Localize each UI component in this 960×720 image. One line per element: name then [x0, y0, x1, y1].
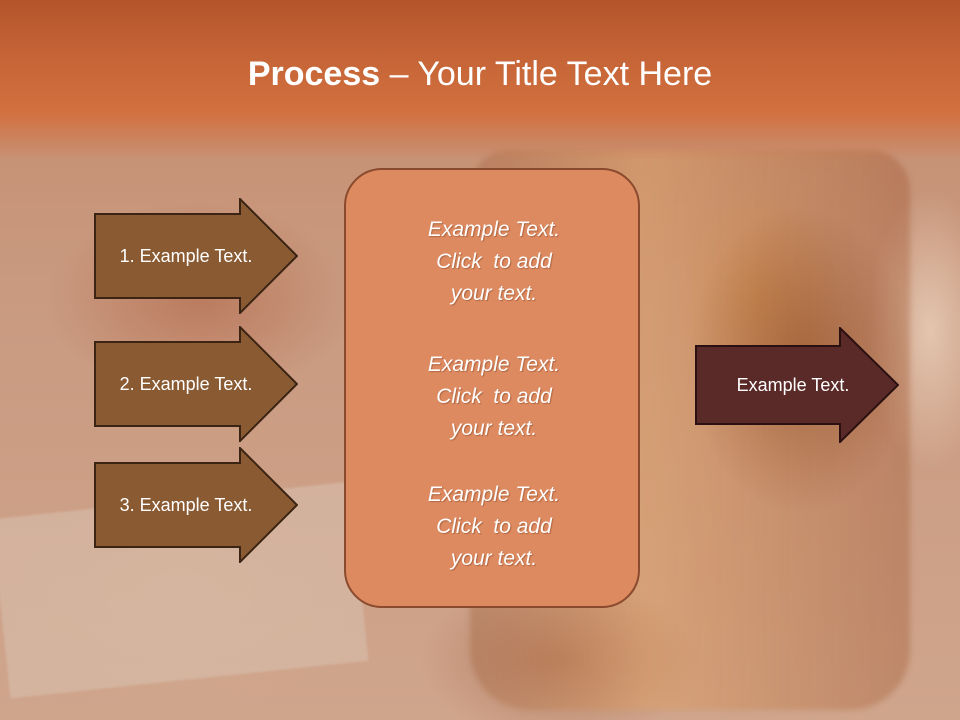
paragraph-line: Click to add [436, 515, 552, 538]
center-paragraph-3: Example Text. Click to add your text. [346, 479, 642, 575]
paragraph-line: Example Text. [427, 353, 561, 376]
paragraph-line: your text. [450, 417, 538, 440]
result-arrow-label: Example Text. [736, 374, 850, 395]
title-rest-text: – Your Title Text Here [380, 55, 713, 93]
step-arrow-3-label: 3. Example Text. [119, 494, 253, 515]
step-arrow-3[interactable]: 3. Example Text. [94, 447, 298, 563]
paragraph-line: Click to add [436, 250, 552, 273]
title-band [0, 0, 960, 160]
slide-title[interactable]: Process – Your Title Text Here [0, 52, 960, 96]
paragraph-line: your text. [450, 547, 538, 570]
paragraph-line: your text. [450, 282, 538, 305]
step-arrow-2-label: 2. Example Text. [119, 373, 253, 394]
step-arrow-1-label: 1. Example Text. [119, 245, 253, 266]
paragraph-line: Example Text. [427, 483, 561, 506]
center-paragraph-2: Example Text. Click to add your text. [346, 349, 642, 445]
result-arrow[interactable]: Example Text. [695, 327, 899, 443]
paragraph-line: Click to add [436, 385, 552, 408]
step-arrow-1[interactable]: 1. Example Text. [94, 198, 298, 314]
paragraph-line: Example Text. [427, 218, 561, 241]
step-arrow-2[interactable]: 2. Example Text. [94, 326, 298, 442]
title-bold-text: Process [247, 55, 381, 93]
center-paragraph-1: Example Text. Click to add your text. [346, 214, 642, 310]
center-text-box[interactable]: Example Text. Click to add your text. Ex… [344, 168, 640, 608]
